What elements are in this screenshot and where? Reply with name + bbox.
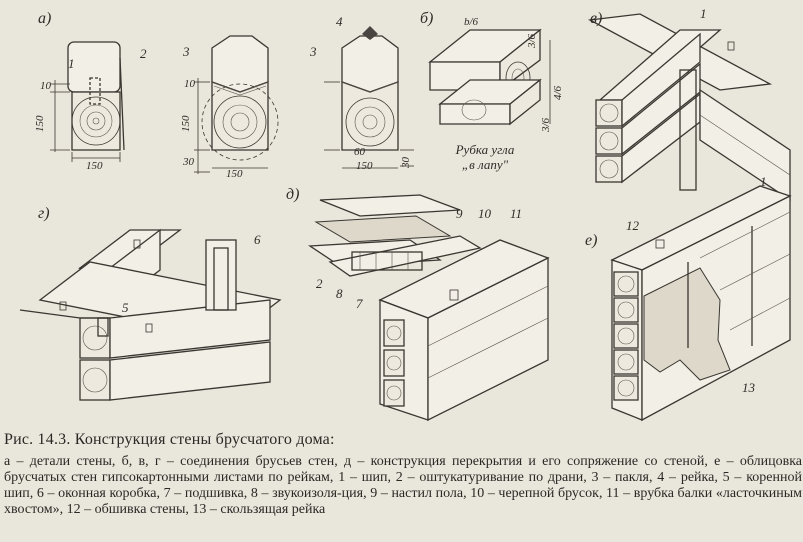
callout-d-2: 2 bbox=[316, 276, 323, 291]
callout-e-12: 12 bbox=[626, 218, 639, 233]
dim-a-right-60: 60 bbox=[354, 146, 365, 158]
panel-e-cladding bbox=[610, 185, 792, 422]
callout-v-1: 1 bbox=[700, 6, 707, 21]
panel-label-a: а) bbox=[38, 10, 52, 27]
callout-d-7: 7 bbox=[356, 296, 363, 311]
figure-caption: Рис. 14.3. Конструкция стены брусчатого … bbox=[4, 432, 802, 518]
panel-b-corner-joint bbox=[428, 28, 551, 126]
callout-a-3-mid: 3 bbox=[183, 44, 190, 59]
panel-label-g: г) bbox=[38, 205, 50, 222]
dim-a-mid-150-bottom: 150 bbox=[226, 168, 243, 180]
caption-body: а – детали стены, б, в, г – соединения б… bbox=[4, 454, 802, 517]
panel-label-e: е) bbox=[585, 232, 598, 249]
callout-g-6: 6 bbox=[254, 232, 261, 247]
dim-b-3-6-b: 3/6 bbox=[540, 117, 552, 132]
panel-label-v: в) bbox=[590, 10, 603, 27]
callout-a-4: 4 bbox=[336, 14, 343, 29]
dim-a-mid-150: 150 bbox=[180, 115, 192, 133]
dim-a-mid-30: 30 bbox=[183, 156, 194, 168]
panel-a-detail-1 bbox=[50, 41, 125, 162]
callout-d-11: 11 bbox=[510, 206, 523, 221]
dim-b-4-6: 4/6 bbox=[552, 85, 564, 100]
panel-g-wall-corner bbox=[19, 228, 282, 401]
figure-drawing bbox=[19, 13, 792, 422]
dim-a-10: 10 bbox=[40, 80, 51, 92]
panel-v-t-joint bbox=[587, 13, 791, 202]
dim-b-3-6-a: 3/6 bbox=[526, 33, 538, 48]
panel-d-floor bbox=[308, 194, 550, 422]
corner-note-line-2: „в лапу" bbox=[461, 157, 509, 172]
dim-b-top: b/6 bbox=[464, 16, 479, 28]
callout-d-8: 8 bbox=[336, 286, 343, 301]
construction-figure bbox=[19, 13, 792, 422]
callout-e-1: 1 bbox=[760, 174, 767, 189]
callout-d-9: 9 bbox=[456, 206, 463, 221]
dim-a-mid-10: 10 bbox=[184, 78, 195, 90]
panel-a-detail-2 bbox=[194, 35, 279, 174]
callout-g-5: 5 bbox=[122, 300, 129, 315]
dim-a-right-30: 30 bbox=[400, 157, 412, 168]
panel-label-b: б) bbox=[420, 10, 434, 27]
corner-note-line-1: Рубка угла bbox=[455, 142, 515, 157]
panel-a-detail-3 bbox=[324, 26, 414, 169]
callout-d-10: 10 bbox=[478, 206, 491, 221]
dim-a-150-vertical: 150 bbox=[34, 115, 46, 133]
callout-a-2: 2 bbox=[140, 46, 147, 61]
dim-a-150-bottom: 150 bbox=[86, 160, 103, 172]
callout-e-13: 13 bbox=[742, 380, 755, 395]
corner-note: Рубка угла „в лапу" bbox=[440, 142, 530, 172]
panel-label-d: д) bbox=[286, 186, 300, 203]
dim-a-right-150: 150 bbox=[356, 160, 373, 172]
caption-title: Рис. 14.3. Конструкция стены брусчатого … bbox=[4, 431, 335, 448]
callout-a-1: 1 bbox=[68, 56, 75, 71]
callout-a-3-right: 3 bbox=[310, 44, 317, 59]
